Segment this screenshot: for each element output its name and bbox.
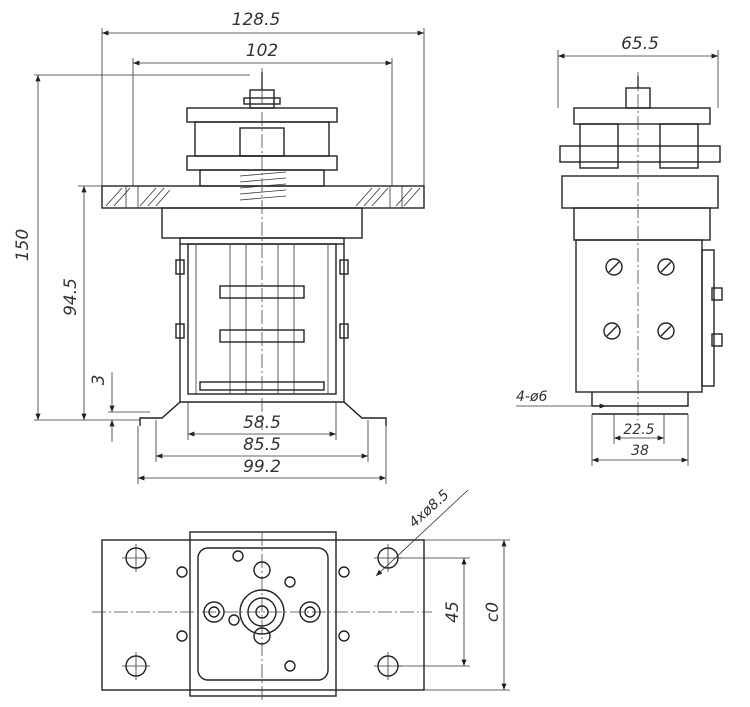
- side-screws: [603, 258, 675, 340]
- side-view: 65.5 4-ø6 22.5: [516, 34, 723, 466]
- side-top-plate: [573, 107, 711, 125]
- plan-dim-side: c0: [483, 602, 503, 622]
- side-body: [575, 239, 703, 393]
- lower-terminal-icon: [253, 627, 271, 645]
- bracket-screw-left-2: [175, 323, 185, 339]
- dim-width-top: 65.5: [621, 34, 659, 54]
- plan-outline: [101, 539, 425, 691]
- dim-foot-thickness: 3: [89, 375, 109, 386]
- plan-cap: [197, 547, 329, 681]
- bracket-left: [139, 244, 181, 426]
- upper-terminal-icon: [253, 561, 271, 579]
- front-view: 128.5 102: [13, 10, 425, 484]
- dim-foot-width: 38: [631, 443, 649, 459]
- center-terminal-inner: [255, 605, 269, 619]
- plan-view: 4xø8.5 45 c0: [92, 487, 510, 700]
- screw-icon: [603, 322, 621, 340]
- dim-base-inner: 58.5: [243, 413, 281, 433]
- side-tab-1: [711, 287, 723, 301]
- spring: [239, 171, 287, 201]
- dim-width-overall: 128.5: [232, 10, 281, 30]
- bracket-screw-right-1: [339, 259, 349, 275]
- plan-hole-note: 4xø8.5: [406, 487, 452, 531]
- screw-icon: [657, 322, 675, 340]
- flange-hatch-right: [355, 187, 421, 207]
- dim-width-inner: 102: [246, 41, 278, 61]
- bracket-screw-left-1: [175, 259, 185, 275]
- dim-base-outer: 99.2: [243, 457, 281, 477]
- small-holes: [176, 550, 350, 672]
- dim-base-mid: 85.5: [243, 435, 281, 455]
- dim-hole-spacing: 22.5: [623, 422, 654, 438]
- mounting-flange: [101, 185, 425, 209]
- side-hole-note: 4-ø6: [516, 389, 548, 405]
- main-terminal-right-icon: [299, 601, 321, 623]
- center-terminal-mid: [247, 597, 277, 627]
- plan-body: [189, 531, 337, 697]
- screw-icon: [657, 258, 675, 276]
- screw-icon: [605, 258, 623, 276]
- side-cap: [573, 207, 711, 241]
- bracket-screw-right-2: [339, 323, 349, 339]
- plan-dim-hole-spacing: 45: [443, 601, 463, 623]
- center-terminal-outer: [239, 589, 285, 635]
- dim-height-total: 150: [13, 229, 33, 261]
- side-flange: [561, 175, 719, 209]
- side-tab-2: [711, 333, 723, 347]
- dim-height-body: 94.5: [61, 278, 81, 316]
- bracket-right: [343, 244, 387, 426]
- side-terminal-strip: [701, 249, 715, 387]
- flange-hatch-left: [105, 187, 171, 207]
- side-foot: [591, 392, 689, 407]
- main-terminal-left-icon: [203, 601, 225, 623]
- side-contact-plate: [559, 145, 721, 163]
